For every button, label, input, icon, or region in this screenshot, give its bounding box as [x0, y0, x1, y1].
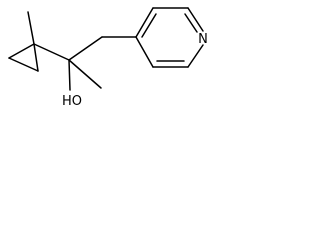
cyclopropane-bond-1	[8, 43, 35, 59]
cyclopropane-to-carbinol-bond	[33, 43, 70, 61]
pyridine-bond-c2-n	[187, 7, 204, 32]
cyclopropane-methyl-bond	[27, 11, 35, 45]
nitrogen-label: N	[198, 32, 208, 47]
hydroxyl-label: HO	[62, 94, 82, 109]
cyclopropane-ring	[8, 43, 39, 72]
cyclopropane-bond-3	[33, 43, 39, 72]
pyridine-ring	[135, 7, 204, 68]
pyridine-bond-c5-c4	[135, 36, 154, 68]
structure-drawing: N HO	[8, 7, 208, 109]
cyclopropane-bond-2	[8, 57, 39, 72]
carbinol-methyl-bond	[68, 59, 102, 89]
pyridine-bond-n-c6	[187, 44, 204, 68]
structure-canvas: N HO	[0, 0, 225, 115]
pyridine-double-bond-c4-c3	[141, 13, 157, 38]
pyridine-bond-c4-c3	[135, 7, 154, 38]
carbinol-to-oh-bond	[68, 59, 71, 91]
carbinol-to-ch2-bond	[68, 36, 103, 61]
pyridine-double-bond-c2-n	[184, 13, 198, 33]
